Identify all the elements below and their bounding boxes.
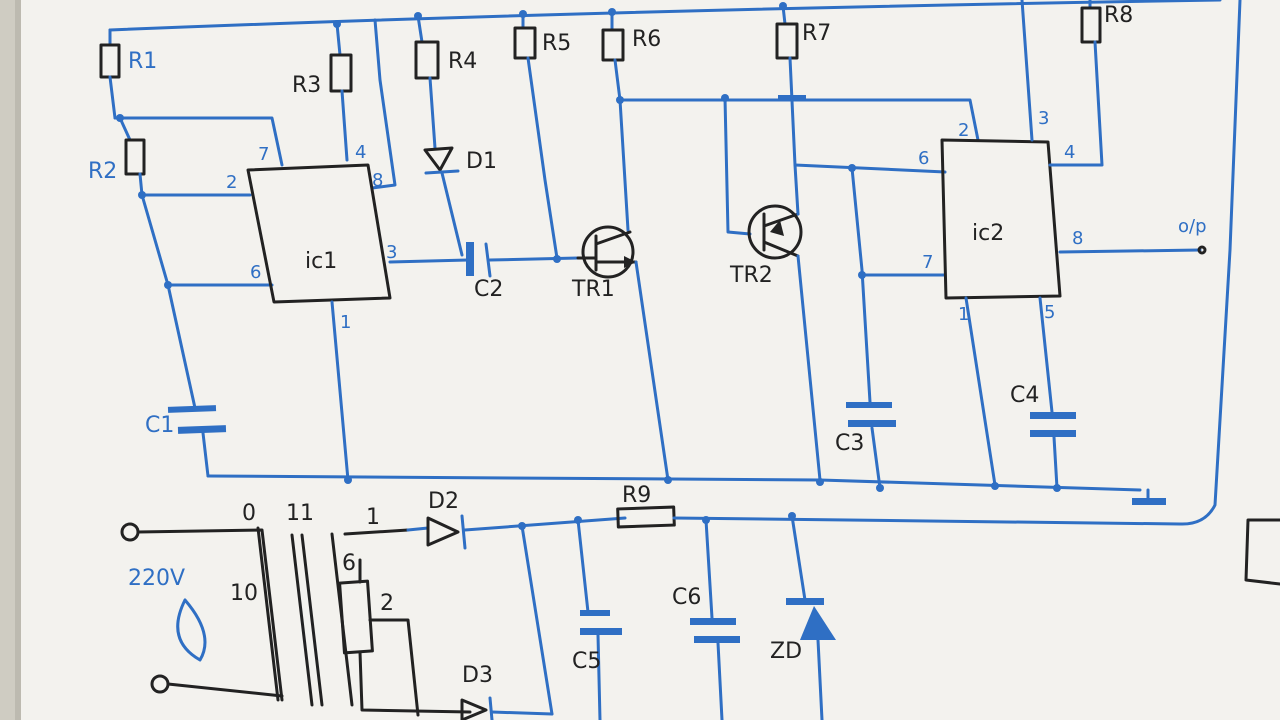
ic1-pin1: 1	[340, 312, 351, 333]
capacitor-c6	[690, 518, 740, 720]
label-tr-pin-6: 6	[342, 551, 356, 576]
label-tr-pin-10: 10	[230, 581, 258, 606]
resistor-r4	[414, 14, 440, 150]
label-tr2: TR2	[729, 263, 773, 288]
ic2-pin6: 6	[918, 148, 929, 169]
resistor-r9	[616, 505, 1182, 529]
ic2-pin5: 5	[1044, 302, 1055, 323]
label-tr1: TR1	[571, 277, 615, 302]
ic2-pin8: 8	[1072, 228, 1083, 249]
ic2-chip	[940, 138, 1062, 300]
ic1-pin2: 2	[226, 172, 237, 193]
transistor-tr2	[723, 96, 803, 260]
label-r6: R6	[632, 27, 661, 52]
label-c5: C5	[572, 649, 601, 674]
label-d2: D2	[428, 489, 459, 514]
label-ic1: ic1	[305, 249, 337, 274]
label-mains-voltage: 220V	[128, 566, 185, 591]
ground-rail	[206, 474, 1166, 505]
ic2-pin1-ground-wire	[964, 296, 997, 487]
ic2-pin1: 1	[958, 304, 969, 325]
ic1-pin3: 3	[386, 242, 397, 263]
ic1-chip	[246, 163, 392, 304]
label-r5: R5	[542, 31, 571, 56]
label-r7: R7	[802, 21, 831, 46]
capacitor-c5	[576, 518, 622, 720]
right-supply-return-wire	[1178, 0, 1242, 526]
ic1-pin1-ground-wire	[330, 300, 350, 482]
capacitor-c1	[166, 283, 227, 478]
mains-input-terminals	[120, 522, 284, 702]
label-r4: R4	[448, 49, 477, 74]
label-c2: C2	[474, 277, 503, 302]
resistor-r5	[513, 12, 559, 260]
tr2-emitter-ground-wire	[796, 254, 822, 482]
ic1-pin7: 7	[258, 144, 269, 165]
label-tr-pin-11: 11	[286, 501, 314, 526]
ic1-pin8: 8	[372, 170, 383, 191]
label-ic2: ic2	[972, 221, 1004, 246]
top-supply-rail	[108, 0, 1222, 32]
ic1-pin6: 6	[250, 262, 261, 283]
sine-wave-icon	[176, 598, 207, 662]
ic2-pin2-wire	[618, 98, 980, 142]
diode-d2	[406, 514, 627, 550]
ic2-pin3: 3	[1038, 108, 1049, 129]
tr1-emitter-ground-wire	[634, 260, 670, 482]
output-wire	[1058, 248, 1202, 254]
resistor-r8	[1048, 0, 1104, 167]
transistor-tr1	[576, 225, 638, 279]
ic2-pin4: 4	[1064, 142, 1075, 163]
label-tr-pin-1: 1	[366, 505, 380, 530]
ic1-output-wire	[388, 258, 470, 264]
label-d3: D3	[462, 663, 493, 688]
label-c3: C3	[835, 431, 864, 456]
label-tr-pin-2: 2	[380, 591, 394, 616]
diode-d3	[460, 524, 554, 720]
label-output: o/p	[1178, 216, 1207, 237]
label-c1: C1	[145, 413, 174, 438]
ic2-pin7: 7	[922, 252, 933, 273]
label-r1: R1	[128, 49, 157, 74]
capacitor-c3	[846, 166, 896, 490]
label-r3: R3	[292, 73, 321, 98]
diode-d1	[423, 146, 464, 257]
ic2-pin3-wire	[1020, 0, 1034, 142]
ic1-pin4: 4	[355, 142, 366, 163]
label-r2: R2	[88, 159, 117, 184]
zener-diode	[786, 514, 836, 720]
label-c4: C4	[1010, 383, 1039, 408]
partial-box-right-edge	[1244, 518, 1280, 586]
label-tr-pin-0: 0	[242, 501, 256, 526]
capacitor-c4	[1030, 296, 1076, 490]
resistor-r1	[99, 28, 121, 120]
label-r9: R9	[622, 483, 651, 508]
capacitor-c2	[466, 242, 580, 278]
ic2-pin2: 2	[958, 120, 969, 141]
ic2-pin6-wire	[793, 163, 947, 174]
label-zener: ZD	[770, 639, 802, 664]
resistor-r3	[329, 22, 353, 162]
transformer	[256, 526, 472, 717]
label-c6: C6	[672, 585, 701, 610]
label-r8: R8	[1104, 3, 1133, 28]
label-d1: D1	[466, 149, 497, 174]
ic1-pin8-wire	[370, 18, 397, 190]
